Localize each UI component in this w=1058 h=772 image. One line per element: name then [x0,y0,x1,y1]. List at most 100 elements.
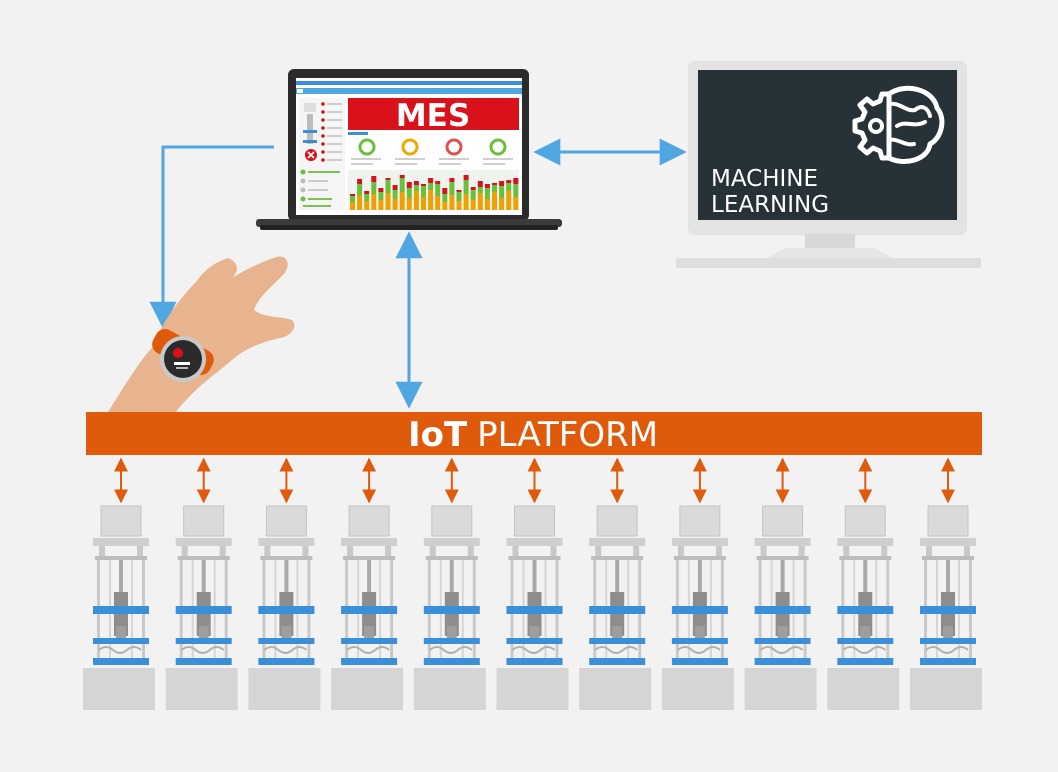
mes-bar-segment [477,187,483,193]
machine-7 [578,505,653,711]
iot-label-rest: PLATFORM [477,415,658,455]
mes-bar-segment [364,191,370,194]
mes-bar-segment [413,185,419,191]
mes-label: MES [396,98,470,134]
mes-bar-segment [385,178,391,180]
mes-bar-segment [506,183,512,191]
mes-bar-segment [442,194,448,202]
mes-bar-segment [456,190,462,192]
mes-bar-segment [463,180,469,194]
brain-gear-icon [852,85,945,164]
machine-5 [412,505,487,711]
mes-bar-segment [492,185,497,192]
mes-bar-segment [406,182,412,188]
mes-error-icon [305,149,317,161]
mes-bar-segment [492,192,497,210]
machine-1 [82,505,156,711]
mes-bar-segment [392,185,398,190]
mes-bar-segment [378,192,384,200]
mes-bar-segment [484,199,490,210]
mes-banner [348,98,519,130]
mes-bar-segment [385,180,391,193]
mes-bar-segment [392,199,398,210]
mes-bar-segment [463,175,469,180]
machine-2 [164,505,239,711]
mes-bar-segment [421,184,426,186]
mes-bar-segment [392,190,398,199]
mes-bar-segment [428,190,434,210]
hand [108,256,295,412]
machine-learning-line1: MACHINE [711,166,818,192]
machine-11 [909,505,983,711]
mes-bar-segment [357,184,363,195]
laptop-smartwatch-arrow [149,145,274,329]
mes-screen-content: MES [296,81,522,210]
machines-row [82,457,983,711]
mes-bar-segment [350,196,355,202]
machine-3 [247,505,322,711]
mes-bar-segment [378,200,384,210]
mes-bar-segment [449,178,455,182]
mes-bar-segment [371,176,377,182]
mes-bar-segment [513,184,519,197]
mes-bar-segment [350,202,355,210]
mes-bar-segment [456,201,462,210]
mes-bar-segment [484,188,490,199]
kpi-gauges [358,138,507,156]
mes-bar-segment [499,198,505,210]
mes-bar-segment [477,193,483,210]
machine-9 [743,505,818,711]
mes-bar-segment [428,178,434,183]
smartwatch-icon [152,329,214,382]
iot-platform-bar [86,412,982,455]
mes-bar-segment [350,194,355,196]
mes-bar-segment [449,182,455,195]
mes-bar-segment [371,194,377,210]
mes-bar-segment [506,180,512,183]
mes-bar-segment [506,191,512,210]
mes-bar-segment [357,179,363,184]
mes-bar-segment [435,184,441,196]
mes-bar-segment [456,192,462,201]
machine-6 [495,505,570,711]
mes-bar-segment [399,178,405,192]
machine-learning-line2: LEARNING [711,192,829,218]
mes-bar-segment [385,193,391,210]
mes-bar-segment [357,195,363,210]
mes-bar-segment [364,194,370,201]
mes-bar-segment [477,181,483,187]
mes-bar-segment [413,181,419,185]
machine-10 [826,505,901,711]
mes-bar-segment [470,187,476,190]
mes-bar-segment [499,186,505,198]
mes-bar-segment [421,186,426,197]
mes-bar-segment [513,197,519,210]
mes-bar-segment [442,188,448,194]
mes-bar-segment [413,191,419,210]
mes-bar-segment [449,195,455,210]
mes-bar-segment [435,196,441,210]
mes-bar-segment [463,194,469,210]
iot-label-bold: IoT [408,415,468,455]
mes-bar-segment [470,200,476,210]
mes-bar-segment [406,188,412,198]
mes-bar-segment [470,190,476,200]
mes-bar-segment [484,184,490,188]
machine-4 [330,505,405,711]
mes-bar-segment [406,198,412,210]
mes-bar-chart [348,170,519,210]
mes-bar-segment [492,183,497,185]
mes-bar-segment [513,178,519,184]
mes-bar-segment [435,181,441,184]
mes-bar-segment [378,188,384,192]
mes-bar-segment [428,183,434,190]
mes-bar-segment [499,181,505,186]
mes-bar-segment [399,192,405,210]
monitor [676,61,981,268]
mes-bar-segment [364,201,370,210]
mes-bar-segment [442,202,448,210]
machine-8 [660,505,735,711]
mes-bar-segment [399,175,405,178]
